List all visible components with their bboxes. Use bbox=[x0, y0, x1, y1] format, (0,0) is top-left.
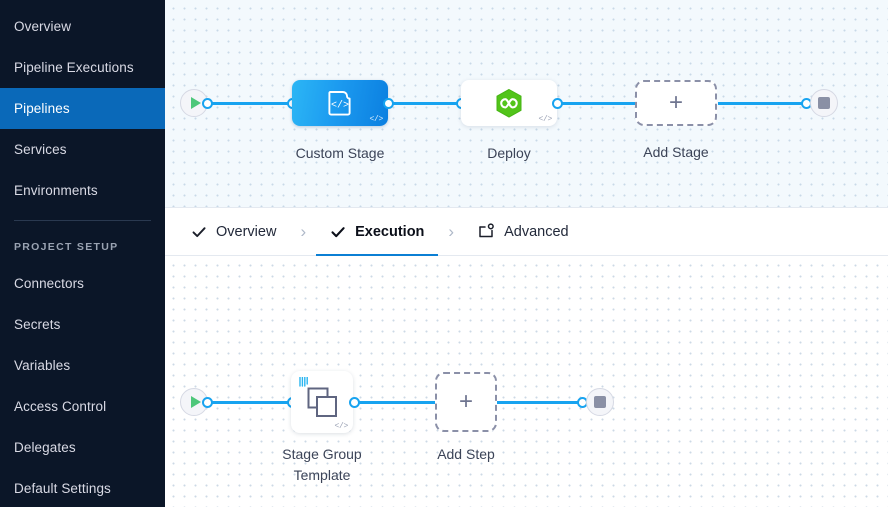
stacked-squares-icon bbox=[307, 387, 337, 417]
sidebar-item-label: Services bbox=[14, 142, 67, 157]
stage-label-custom-stage: Custom Stage bbox=[295, 145, 385, 161]
sidebar-item-label: Variables bbox=[14, 358, 71, 373]
step-link-2 bbox=[359, 401, 435, 404]
harness-cd-hexagon-icon bbox=[496, 88, 522, 118]
sidebar-item-label: Pipelines bbox=[14, 101, 70, 116]
deploy-stage-box: </> bbox=[461, 80, 557, 126]
sidebar-item-pipelines[interactable]: Pipelines bbox=[0, 88, 165, 129]
sidebar-item-label: Access Control bbox=[14, 399, 107, 414]
stage-end-node[interactable] bbox=[810, 89, 838, 117]
step-link-1 bbox=[211, 401, 296, 404]
plus-icon: + bbox=[458, 388, 473, 415]
stage-start-node[interactable] bbox=[180, 89, 208, 117]
tab-overview[interactable]: Overview bbox=[177, 208, 290, 256]
sidebar-item-pipeline-executions[interactable]: Pipeline Executions bbox=[0, 47, 165, 88]
sidebar-item-label: Default Settings bbox=[14, 481, 111, 496]
step-link-3 bbox=[497, 401, 581, 404]
sidebar-item-delegates[interactable]: Delegates bbox=[0, 427, 165, 468]
tab-advanced[interactable]: Advanced bbox=[464, 208, 583, 256]
tab-label: Overview bbox=[216, 223, 277, 240]
step-node-stage-group-template[interactable]: </> bbox=[291, 371, 353, 433]
yaml-code-badge[interactable]: </> bbox=[369, 115, 383, 124]
pipeline-studio-main: </> </> Custom Stage bbox=[165, 0, 888, 507]
sidebar-item-services[interactable]: Services bbox=[0, 129, 165, 170]
stage-config-tabbar: Overview › Execution › Advanced bbox=[165, 207, 888, 257]
sidebar-item-secrets[interactable]: Secrets bbox=[0, 304, 165, 345]
tab-label: Advanced bbox=[504, 223, 569, 240]
sidebar-section-title: PROJECT SETUP bbox=[14, 241, 119, 253]
step-canvas[interactable]: </> Stage Group Template + Add Step bbox=[165, 256, 888, 507]
advanced-settings-icon bbox=[479, 223, 494, 238]
plus-icon: + bbox=[668, 89, 683, 116]
sidebar-item-label: Delegates bbox=[14, 440, 76, 455]
sidebar-item-label: Connectors bbox=[14, 276, 85, 291]
step-end-node[interactable] bbox=[586, 388, 614, 416]
stage-group-template-box: </> bbox=[291, 371, 353, 433]
check-icon bbox=[331, 226, 345, 237]
add-step-button[interactable]: + bbox=[435, 372, 497, 432]
end-node-circle bbox=[810, 89, 838, 117]
yaml-code-badge[interactable]: </> bbox=[538, 115, 552, 124]
tab-execution[interactable]: Execution bbox=[316, 208, 439, 257]
sidebar-item-default-settings[interactable]: Default Settings bbox=[0, 468, 165, 507]
step-label-add-step: Add Step bbox=[437, 446, 495, 462]
stage-link-2 bbox=[393, 102, 461, 105]
sidebar: Overview Pipeline Executions Pipelines S… bbox=[0, 0, 165, 507]
stage-canvas[interactable]: </> </> Custom Stage bbox=[165, 0, 888, 207]
sidebar-item-access-control[interactable]: Access Control bbox=[0, 386, 165, 427]
stop-icon bbox=[594, 396, 606, 408]
stage-link-4 bbox=[718, 102, 806, 105]
stage-link-1 bbox=[211, 102, 296, 105]
check-icon bbox=[192, 226, 206, 237]
play-icon bbox=[190, 396, 201, 408]
step-label-stage-group-template: Stage Group Template bbox=[282, 446, 362, 483]
add-stage-button[interactable]: + bbox=[635, 80, 717, 126]
yaml-code-badge[interactable]: </> bbox=[334, 422, 348, 431]
play-icon bbox=[190, 97, 201, 109]
sidebar-item-label: Environments bbox=[14, 183, 98, 198]
sidebar-item-variables[interactable]: Variables bbox=[0, 345, 165, 386]
tab-separator-icon: › bbox=[300, 221, 307, 241]
custom-stage-box: </> </> bbox=[292, 80, 388, 126]
add-stage-dashed-box: + bbox=[635, 80, 717, 126]
stop-icon bbox=[818, 97, 830, 109]
stage-node-custom-stage[interactable]: </> </> bbox=[292, 80, 388, 126]
sidebar-item-label: Secrets bbox=[14, 317, 61, 332]
svg-text:</>: </> bbox=[331, 99, 349, 111]
add-step-dashed-box: + bbox=[435, 372, 497, 432]
custom-stage-icon: </> bbox=[328, 90, 351, 116]
sidebar-item-overview[interactable]: Overview bbox=[0, 6, 165, 47]
stage-link-3 bbox=[562, 102, 636, 105]
tab-label: Execution bbox=[355, 223, 425, 240]
start-node-circle bbox=[180, 89, 208, 117]
end-node-circle bbox=[586, 388, 614, 416]
sidebar-divider bbox=[14, 220, 151, 221]
stage-label-add-stage: Add Stage bbox=[643, 144, 709, 160]
stage-node-deploy[interactable]: </> bbox=[461, 80, 557, 126]
sidebar-item-label: Pipeline Executions bbox=[14, 60, 134, 75]
tab-separator-icon: › bbox=[448, 221, 455, 241]
template-ribbon-icon bbox=[299, 377, 308, 387]
sidebar-item-environments[interactable]: Environments bbox=[0, 170, 165, 211]
stage-label-deploy: Deploy bbox=[487, 145, 531, 161]
sidebar-item-connectors[interactable]: Connectors bbox=[0, 263, 165, 304]
sidebar-item-label: Overview bbox=[14, 19, 72, 34]
